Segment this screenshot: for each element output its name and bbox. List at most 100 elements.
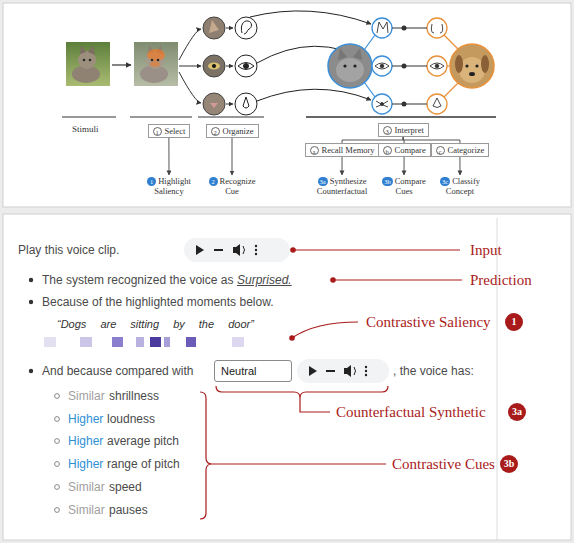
compare-icons-part [376,101,388,107]
stage-box: 3Interpret [378,123,429,137]
audio-player-input-part [243,246,245,254]
step-name: Interpret [395,125,424,135]
select-arrows-part [226,104,233,105]
outcome-label: 1Highlight Saliency [140,176,198,196]
sub-bullets-part [55,508,60,513]
compare-links-part [392,27,427,28]
cue-icons-part [235,55,257,77]
cue-name: pauses [109,503,148,517]
callout-text: Prediction [470,271,532,289]
step-name: Compare [395,145,426,155]
substage-box: cCategorize [431,143,490,157]
panel-frames-part [3,214,571,540]
callout-text: Contrastive Saliency [366,313,491,331]
callout-leaders-part [212,463,386,464]
saliency-bar-part [80,337,92,347]
compare-dots [402,26,407,107]
audio-player-neutral-part [309,366,317,376]
cue-name: range of pitch [107,457,180,471]
stimulus-photo-part [83,59,86,62]
cat-concept-part [336,58,364,82]
dropdown-select: Neutral [214,360,292,382]
highlighted-photo-part [157,59,160,62]
stage-rules-part [62,117,116,118]
dog-concept-part [469,72,475,76]
audio-player-neutral-part [365,366,367,368]
body-text: And because compared with [42,364,193,378]
compare-icons-part [433,98,441,108]
sub-bullets-part [55,417,60,422]
panel-frames-part [497,218,498,540]
cue-icons-part [241,21,251,34]
leader-dots-part [289,335,295,341]
panel-frames [3,3,571,540]
select-arrows [179,28,233,104]
leader-dots-part [330,277,336,283]
cue-name: shrillness [109,389,159,403]
compare-dots-part [402,64,407,69]
cue-name: speed [109,480,142,494]
compare-links-part [392,65,427,66]
cue-compare-circles-part [372,56,392,76]
cue-icons-part [235,93,257,115]
stage-rules-part [130,117,192,118]
callout-text: Contrastive Cues [392,455,495,473]
audio-player-input-part [184,238,290,262]
step-number: 2 [209,177,218,186]
body-text: , the voice has: [393,364,474,378]
dog-cue-links-part [444,83,458,97]
callout-leaders-part [200,392,212,519]
dog-concept-part [459,57,485,83]
dog-concept-part [465,64,468,67]
stage-name: Stimuli [72,124,99,134]
audio-player-input-part [255,253,257,255]
step-name: Highlight Saliency [154,176,190,196]
step-number: c [436,146,445,155]
cue-icons-part [235,17,257,39]
step-name: Categorize [448,145,485,155]
compare-icons-part [430,63,444,69]
cue-crops [203,17,225,115]
stimulus-photo-part [89,59,92,62]
cue-compare-circles-part [427,94,447,114]
callout-number: 3b [500,455,518,473]
step-number: 3a [318,177,328,186]
select-arrows-part [179,29,201,60]
cat-concept-part [343,64,346,67]
outcome-label: 3aSynthesize Counterfactual [310,176,374,196]
compare-icons-part [377,22,388,33]
body-text: Because of the highlighted moments below… [42,295,273,309]
stimulus-photo-part [66,42,110,86]
step-number: 2 [211,127,220,136]
cat-concept-part [338,48,362,60]
stimulus-photo-part [80,45,95,55]
audio-player-neutral-part [297,359,389,383]
callout-text: Input [470,241,502,259]
sub-bullets-part [55,394,60,399]
panel-frames-part [3,3,571,207]
step-name: Recall Memory [322,145,375,155]
cue-level: Similar [68,480,105,494]
step-name: Neutral [221,365,256,377]
sub-bullets-part [55,462,60,467]
cue-level: Higher [68,412,103,426]
cue-name: average pitch [107,434,179,448]
highlighted-photo-part [147,49,165,61]
audio-player-neutral-part [344,365,351,377]
cue-crops-part [212,64,216,68]
cue-crops-part [203,93,225,115]
audio-player-neutral-part [365,370,367,372]
cue-level: Higher [68,434,103,448]
substage-box: bCompare [378,143,431,157]
dog-concept-part [481,55,489,73]
cue-crops-part [203,55,225,77]
cue-name: loudness [107,412,155,426]
cat-concept-part [353,64,356,67]
flow-arrow [112,64,131,65]
callout-leaders-part [293,249,460,250]
cue-crops-part [208,63,220,70]
dog-concept-part [475,64,478,67]
recall-arcs-part [250,11,371,24]
compare-icons [375,22,444,108]
flow-connector [168,138,169,175]
